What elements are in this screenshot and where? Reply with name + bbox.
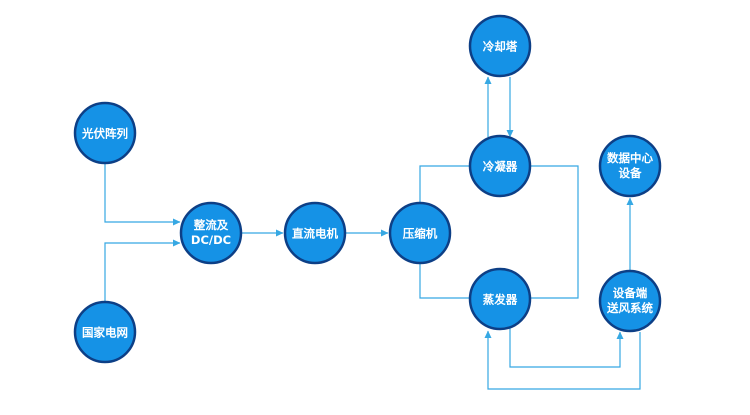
node-grid[interactable]: 国家电网 — [73, 300, 137, 364]
node-condenser-label: 冷凝器 — [483, 160, 518, 174]
node-evaporator[interactable]: 蒸发器 — [468, 267, 532, 331]
conn-pv-to-rectifier — [104, 163, 181, 226]
conn-compressor-to-condenser — [419, 165, 470, 204]
conn-evaporator-to-compressor — [419, 263, 470, 299]
node-dc-equipment-label-1: 数据中心 — [607, 151, 653, 165]
conn-airsupply-to-evaporator — [484, 330, 641, 390]
node-rectifier[interactable]: 整流及 DC/DC — [179, 201, 243, 265]
node-air-supply-label-2: 送风系统 — [606, 301, 653, 315]
node-grid-label: 国家电网 — [82, 326, 128, 340]
node-compressor[interactable]: 压缩机 — [388, 201, 452, 265]
node-dc-equipment-label-2: 设备 — [619, 166, 642, 180]
node-air-supply[interactable]: 设备端 送风系统 — [598, 269, 662, 333]
node-condenser[interactable]: 冷凝器 — [468, 134, 532, 198]
node-evaporator-label: 蒸发器 — [483, 293, 518, 307]
node-dc-motor-label: 直流电机 — [292, 227, 338, 241]
node-compressor-label: 压缩机 — [403, 227, 438, 241]
conn-evaporator-to-airsupply — [509, 328, 624, 368]
node-dc-motor[interactable]: 直流电机 — [283, 201, 347, 265]
conn-condenser-to-evaporator — [530, 165, 579, 299]
node-dc-equipment[interactable]: 数据中心 设备 — [598, 134, 662, 198]
node-rectifier-label-1: 整流及 — [193, 218, 229, 232]
node-pv-array[interactable]: 光伏阵列 — [73, 101, 137, 165]
node-cooling-tower-label: 冷却塔 — [483, 40, 518, 54]
node-air-supply-label-1: 设备端 — [613, 286, 648, 300]
connectors — [104, 76, 641, 390]
node-pv-array-label: 光伏阵列 — [81, 127, 128, 141]
node-rectifier-label-2: DC/DC — [191, 233, 231, 247]
node-cooling-tower[interactable]: 冷却塔 — [468, 14, 532, 78]
conn-grid-to-rectifier — [104, 239, 181, 302]
